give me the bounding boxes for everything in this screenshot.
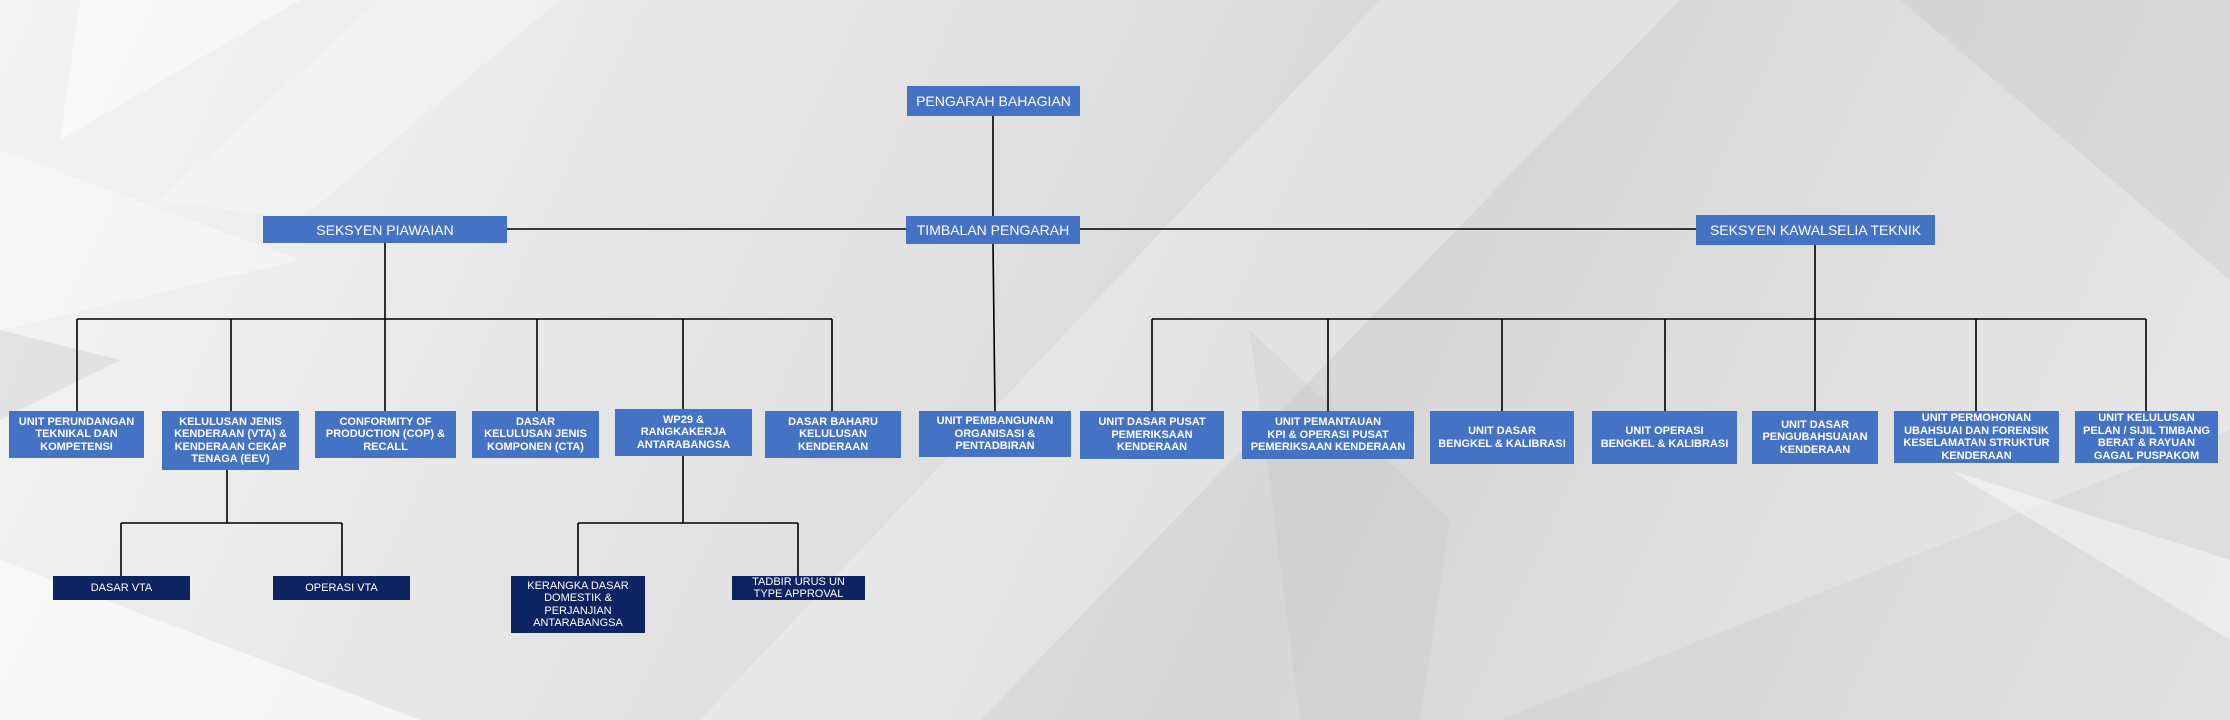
section-standards-box: SEKSYEN PIAWAIAN — [263, 216, 507, 243]
unit-workshop-calibration-policy: UNIT DASAR BENGKEL & KALIBRASI — [1430, 411, 1574, 464]
unit-wp29-framework: WP29 & RANGKAKERJA ANTARABANGSA — [615, 409, 752, 456]
unit-modification-forensics: UNIT PERMOHONAN UBAHSUAI DAN FORENSIK KE… — [1894, 411, 2059, 463]
unit-conformity-of-production: CONFORMITY OF PRODUCTION (COP) & RECALL — [315, 411, 456, 458]
subunit-vta-operations: OPERASI VTA — [273, 576, 410, 600]
deputy-director-box: TIMBALAN PENGARAH — [906, 216, 1080, 244]
subunit-domestic-international-framework: KERANGKA DASAR DOMESTIK & PERJANJIAN ANT… — [511, 576, 645, 633]
unit-new-vehicle-approval-policy: DASAR BAHARU KELULUSAN KENDERAAN — [765, 411, 901, 458]
subunit-un-type-approval-governance: TADBIR URUS UN TYPE APPROVAL — [732, 576, 865, 600]
unit-workshop-calibration-operations: UNIT OPERASI BENGKEL & KALIBRASI — [1592, 411, 1737, 464]
section-technical-box: SEKSYEN KAWALSELIA TEKNIK — [1696, 215, 1935, 245]
unit-kpi-monitoring: UNIT PEMANTAUAN KPI & OPERASI PUSAT PEME… — [1242, 411, 1414, 459]
unit-vehicle-modification-policy: UNIT DASAR PENGUBAHSUAIAN KENDERAAN — [1752, 411, 1878, 464]
unit-organisation-development: UNIT PEMBANGUNAN ORGANISASI & PENTADBIRA… — [919, 411, 1071, 457]
unit-component-type-approval: DASAR KELULUSAN JENIS KOMPONEN (CTA) — [472, 411, 599, 458]
unit-inspection-centre-policy: UNIT DASAR PUSAT PEMERIKSAAN KENDERAAN — [1080, 411, 1224, 459]
director-box: PENGARAH BAHAGIAN — [907, 86, 1080, 116]
unit-vehicle-type-approval: KELULUSAN JENIS KENDERAAN (VTA) & KENDER… — [162, 411, 299, 470]
unit-weight-plan-approval: UNIT KELULUSAN PELAN / SIJIL TIMBANG BER… — [2075, 411, 2218, 463]
unit-technical-legislation: UNIT PERUNDANGAN TEKNIKAL DAN KOMPETENSI — [9, 411, 144, 458]
subunit-vta-policy: DASAR VTA — [53, 576, 190, 600]
